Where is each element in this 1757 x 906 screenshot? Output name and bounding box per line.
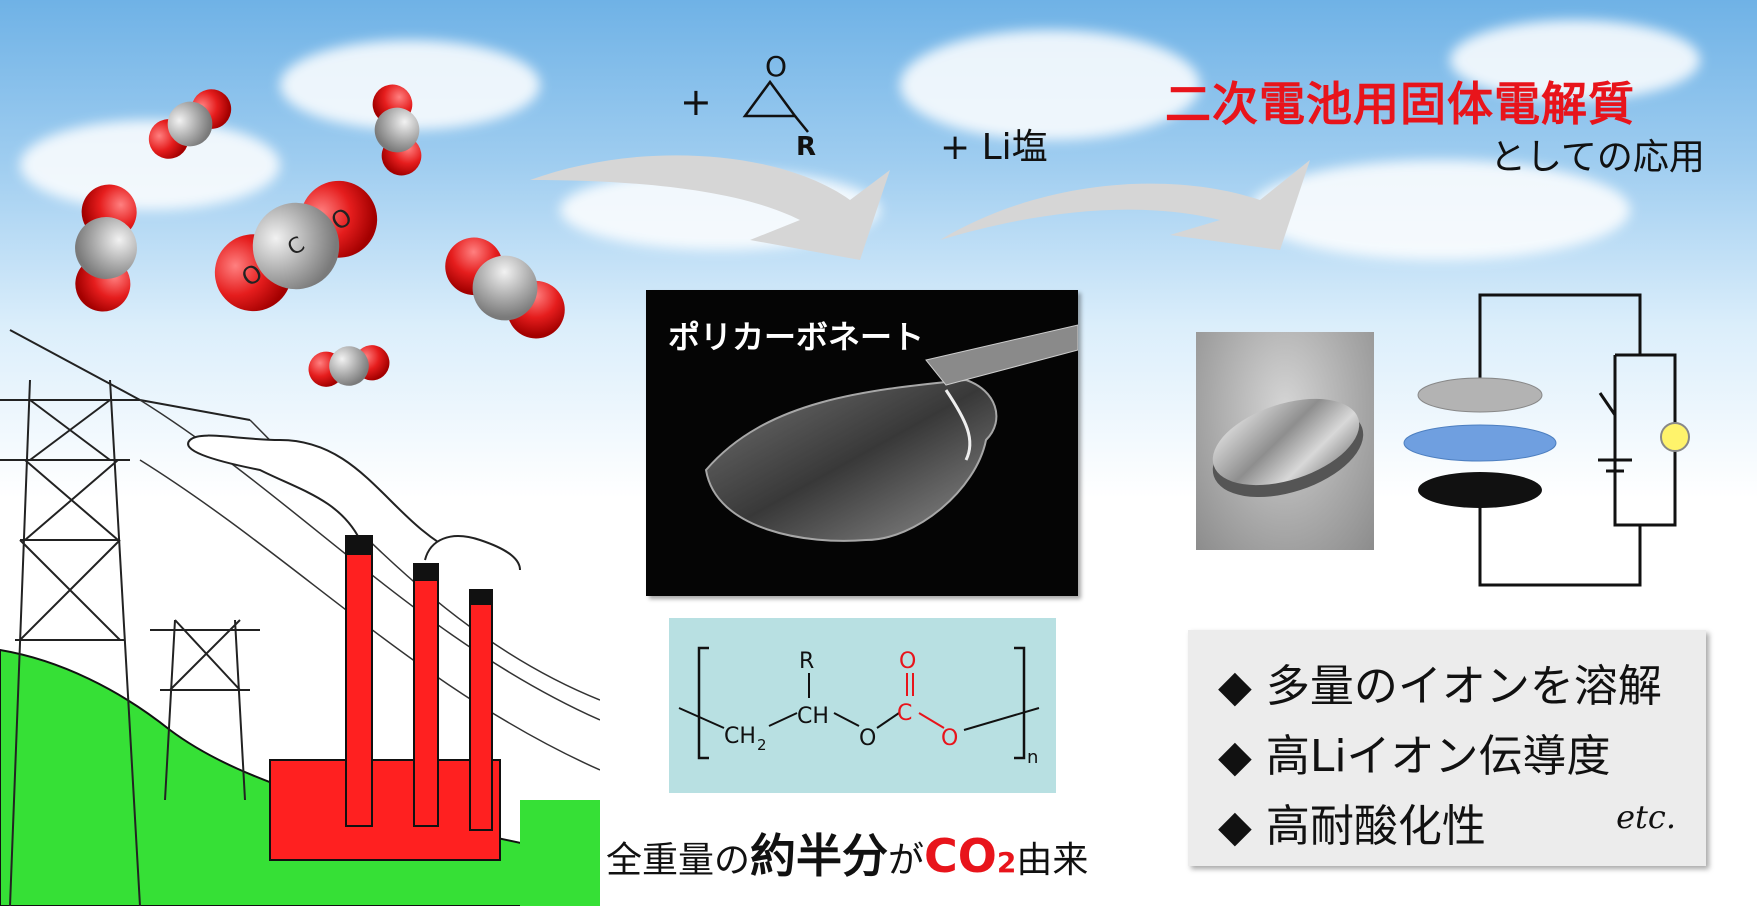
co2-molecule xyxy=(148,89,232,159)
lightbulb-icon xyxy=(1660,422,1690,452)
coin-cell-image xyxy=(1212,398,1364,498)
circuit-wire xyxy=(1478,293,1642,385)
co2-formula: CO xyxy=(924,829,997,883)
property-item: ◆ 多量のイオンを溶解 xyxy=(1218,661,1662,712)
circuit-wire xyxy=(1613,353,1677,527)
oxygen-atom: O xyxy=(941,726,958,751)
polycarbonate-photo: ポリカーボネート xyxy=(646,290,1078,596)
application-title: 二次電池用固体電解質 xyxy=(1165,77,1635,131)
solid-electrolyte-layer xyxy=(1403,424,1557,462)
co2-subscript: 2 xyxy=(996,846,1017,879)
polymer-film-image xyxy=(704,324,1078,542)
co2-molecule: C O O xyxy=(214,180,378,312)
electrode-anode xyxy=(1418,472,1542,508)
co2-molecule xyxy=(372,84,422,176)
co2-emission-scene: C O O xyxy=(0,84,600,906)
arrow-right xyxy=(940,160,1310,250)
battery-circuit-diagram xyxy=(1403,293,1690,587)
etc-label: etc. xyxy=(1616,798,1676,836)
carbonyl-carbon: C xyxy=(897,701,912,726)
caption-text: 全重量の xyxy=(606,840,751,881)
r-group: R xyxy=(799,649,814,674)
circuit-wire xyxy=(1478,485,1642,587)
caption-emphasis: 約半分 xyxy=(750,829,889,883)
lithium-salt-label: + Li塩 xyxy=(940,127,1048,168)
polycarbonate-structure-box: CH 2 CH R O C O O n xyxy=(669,618,1056,793)
co2-molecule xyxy=(445,237,565,339)
epoxide-structure: O R xyxy=(742,50,816,160)
coin-cell-photo xyxy=(1196,332,1374,550)
repeat-index: n xyxy=(1027,747,1038,768)
cloud xyxy=(1250,160,1630,260)
arrow-right xyxy=(530,155,890,260)
plus-sign: + xyxy=(680,80,712,124)
cloud xyxy=(1450,20,1700,100)
ch-group: CH xyxy=(797,704,829,729)
carbonyl-oxygen: O xyxy=(899,649,916,674)
application-subtitle: としての応用 xyxy=(1490,137,1705,178)
reaction-arrows xyxy=(530,155,1310,260)
cloud xyxy=(900,30,1200,140)
ch2-group: CH xyxy=(724,724,756,749)
co2-content-caption: 全重量の約半分がCO2由来 xyxy=(606,820,1088,886)
factory xyxy=(269,535,501,861)
smoke xyxy=(424,535,521,571)
green-hill xyxy=(520,800,600,906)
caption-text: が xyxy=(888,840,925,881)
power-pylon xyxy=(0,329,260,906)
property-item: ◆ 高Liイオン伝導度 xyxy=(1218,731,1611,782)
oxygen-atom: O xyxy=(859,726,876,751)
co2-molecule xyxy=(75,184,137,312)
epoxide-oxygen: O xyxy=(765,50,787,83)
properties-box: ◆ 多量のイオンを溶解 ◆ 高Liイオン伝導度 ◆ 高耐酸化性 etc. xyxy=(1188,630,1706,866)
caption-text: 由来 xyxy=(1016,840,1089,881)
electrode-cathode xyxy=(1417,377,1543,413)
smoke xyxy=(187,434,461,556)
epoxide-r-group: R xyxy=(796,132,816,160)
switch xyxy=(1598,392,1617,416)
photo-label: ポリカーボネート xyxy=(668,318,925,356)
co2-molecule xyxy=(308,345,390,387)
ch2-subscript: 2 xyxy=(757,736,767,754)
polycarbonate-structure: CH 2 CH R O C O O n xyxy=(678,646,1040,768)
property-item: ◆ 高耐酸化性 xyxy=(1218,801,1486,852)
